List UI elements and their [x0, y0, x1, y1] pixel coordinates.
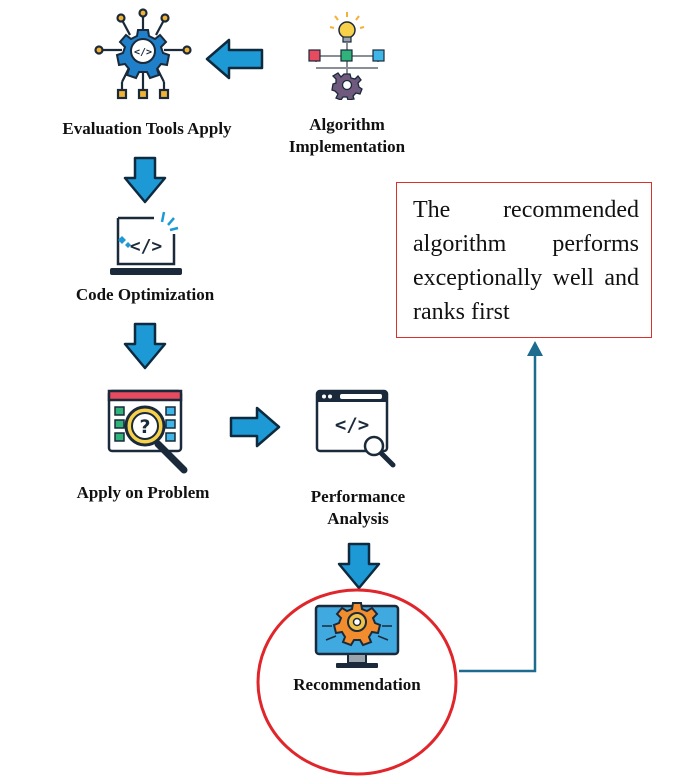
recommendation-highlight-circle [256, 588, 458, 776]
algorithm-label-line1: Algorithm [309, 115, 385, 134]
svg-text:</>: </> [335, 414, 369, 436]
result-note-text: The recommended algorithm performs excep… [413, 197, 639, 325]
arrow-left-icon [205, 38, 264, 80]
result-note-box: The recommended algorithm performs excep… [396, 182, 652, 338]
monitor-gear-icon [314, 602, 400, 668]
svg-text:</>: </> [134, 47, 152, 58]
svg-text:</>: </> [130, 236, 163, 257]
node-algorithm-implementation-label: Algorithm Implementation [282, 114, 412, 158]
node-apply-on-problem-label: Apply on Problem [76, 483, 210, 502]
performance-label-line1: Performance [310, 487, 406, 506]
node-evaluation-tools-label: Evaluation Tools Apply [62, 119, 232, 138]
question-magnifier-icon: ? [107, 389, 188, 474]
arrow-down-icon [337, 542, 381, 590]
node-recommendation-label: Recommendation [293, 675, 421, 694]
performance-label-line2: Analysis [327, 509, 389, 528]
algorithm-label-line2: Implementation [288, 137, 406, 156]
arrow-down-icon [123, 322, 167, 370]
svg-text:?: ? [139, 416, 150, 438]
lightbulb-gear-icon [308, 12, 385, 100]
gear-circuit-icon: </> [94, 8, 192, 100]
arrow-right-icon [229, 406, 281, 448]
laptop-code-icon: </> [110, 211, 182, 275]
code-window-search-icon: </> [315, 389, 396, 468]
node-code-optimization-label: Code Optimization [75, 285, 215, 304]
node-performance-analysis-label: Performance Analysis [288, 486, 428, 530]
arrow-down-icon [123, 156, 167, 204]
